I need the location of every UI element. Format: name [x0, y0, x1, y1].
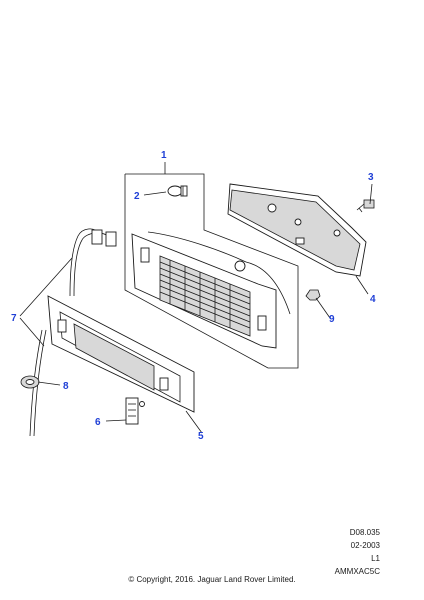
callout-9: 9: [329, 314, 335, 325]
bezel: [47, 295, 195, 413]
callout-3: 3: [368, 172, 374, 183]
drawing-code: D08.035: [349, 528, 380, 537]
bulb: [167, 185, 188, 197]
drawing-level: L1: [371, 554, 380, 563]
callout-7: 7: [11, 313, 17, 324]
callout-4: 4: [370, 294, 376, 305]
image-reference: AMMXAC5C: [334, 567, 380, 576]
lamp-assembly: [131, 231, 291, 349]
screw: [356, 199, 375, 213]
callout-2: 2: [134, 191, 140, 202]
lamp-housing: [227, 183, 367, 277]
nut: [305, 289, 321, 301]
callout-8: 8: [63, 381, 69, 392]
clip-plate: [125, 397, 145, 425]
leader-lines: [19, 162, 373, 434]
callout-5: 5: [198, 431, 204, 442]
callout-6: 6: [95, 417, 101, 428]
grommet: [20, 375, 40, 389]
callout-1: 1: [161, 150, 167, 161]
copyright-notice: © Copyright, 2016. Jaguar Land Rover Lim…: [128, 575, 296, 584]
assembly-group-outline: [124, 173, 299, 369]
drawing-date: 02-2003: [350, 541, 380, 550]
